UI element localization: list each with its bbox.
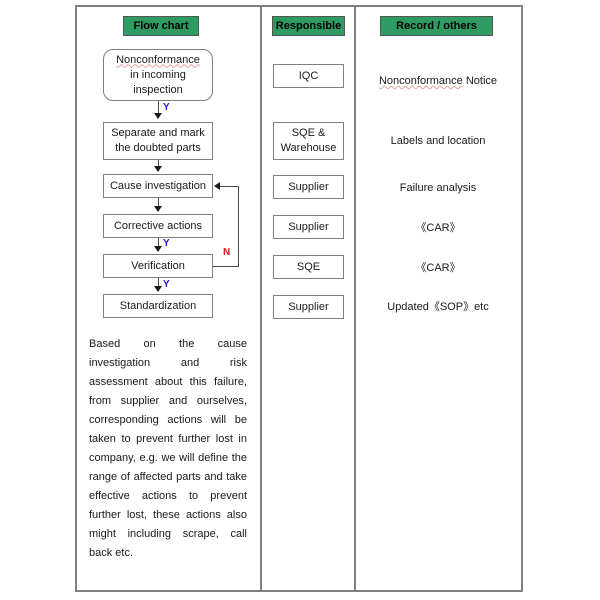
branch-label-no-1: N: [223, 247, 231, 258]
connector-separate-to-cause: [158, 160, 159, 168]
arrowhead-to-separate: [154, 113, 162, 119]
branch-label-yes-2: Y: [163, 238, 170, 249]
responsible-item-supplier-2[interactable]: Supplier: [273, 215, 344, 239]
branch-label-yes-1: Y: [163, 102, 170, 113]
feedback-loop-vertical-segment: [238, 186, 239, 266]
flow-step-nonconformance-line1: Nonconformance: [116, 53, 200, 66]
column-header-record-others: Record / others: [380, 16, 493, 36]
record-notice-spellcheck-word: Nonconformance: [378, 75, 463, 87]
record-item-updated-sop: Updated《SOP》etc: [387, 301, 489, 313]
record-item-failure-analysis: Failure analysis: [399, 182, 477, 194]
connector-verification-to-standardization: [158, 278, 159, 288]
responsible-item-sqe[interactable]: SQE: [273, 255, 344, 279]
record-item-nonconformance-notice: Nonconformance Notice: [355, 74, 521, 88]
connector-nonconformance-to-separate: [158, 101, 159, 116]
branch-label-yes-3: Y: [163, 279, 170, 290]
column-divider-responsible-record: [354, 7, 356, 590]
flow-step-standardization[interactable]: Standardization: [103, 294, 213, 318]
responsible-sqe-warehouse-line1: SQE &: [291, 127, 326, 139]
flow-step-nonconformance-line2: in incoming: [130, 68, 186, 81]
record-item-car-1: 《CAR》: [415, 222, 461, 234]
responsible-item-supplier-1[interactable]: Supplier: [273, 175, 344, 199]
connector-corrective-to-verification: [158, 238, 159, 248]
flow-step-separate-line1: Separate and mark: [111, 127, 205, 139]
feedback-loop-top-segment: [220, 186, 239, 187]
arrowhead-feedback-to-cause: [214, 182, 220, 190]
flow-step-nonconformance-line3: inspection: [133, 83, 183, 96]
column-header-responsible: Responsible: [272, 16, 345, 36]
connector-cause-to-corrective: [158, 198, 159, 208]
flow-step-corrective-actions[interactable]: Corrective actions: [103, 214, 213, 238]
responsible-sqe-warehouse-line2: Warehouse: [280, 142, 337, 154]
responsible-item-iqc[interactable]: IQC: [273, 64, 344, 88]
record-notice-rest: Notice: [462, 75, 498, 87]
column-divider-flow-responsible: [260, 7, 262, 590]
responsible-item-supplier-3[interactable]: Supplier: [273, 295, 344, 319]
feedback-loop-bottom-segment: [213, 266, 239, 267]
flow-step-separate-and-mark[interactable]: Separate and mark the doubted parts: [103, 122, 213, 160]
responsible-item-sqe-warehouse[interactable]: SQE & Warehouse: [273, 122, 344, 160]
flowchart-frame: Flow chart Responsible Record / others N…: [75, 5, 523, 592]
flow-step-cause-investigation[interactable]: Cause investigation: [103, 174, 213, 198]
arrowhead-to-verification: [154, 246, 162, 252]
flow-step-nonconformance[interactable]: Nonconformance in incoming inspection: [103, 49, 213, 101]
flow-step-separate-line2: the doubted parts: [115, 142, 201, 154]
summary-paragraph: Based on the cause investigation and ris…: [89, 338, 247, 559]
arrowhead-to-corrective: [154, 206, 162, 212]
record-item-labels-and-location: Labels and location: [390, 135, 486, 147]
flow-step-verification[interactable]: Verification: [103, 254, 213, 278]
column-header-flow-chart: Flow chart: [123, 16, 199, 36]
arrowhead-to-cause: [154, 166, 162, 172]
record-item-car-2: 《CAR》: [415, 262, 461, 274]
arrowhead-to-standardization: [154, 286, 162, 292]
